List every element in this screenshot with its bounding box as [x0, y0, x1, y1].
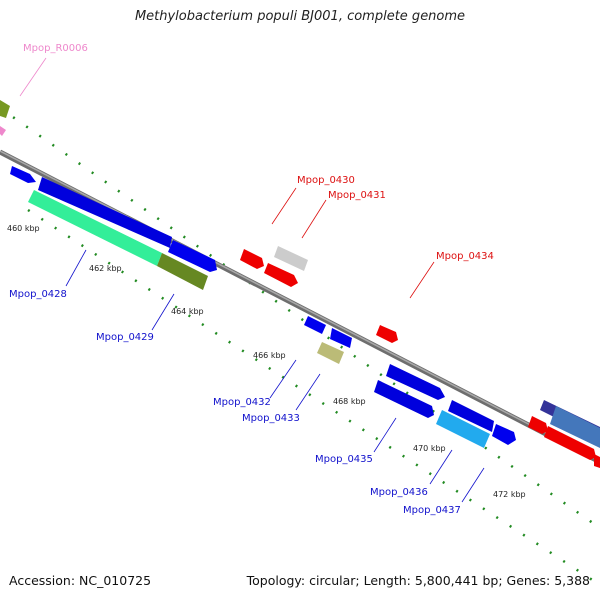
label-leaders — [19, 57, 485, 503]
gene-left-feature[interactable] — [0, 100, 10, 118]
feature-genes — [0, 100, 600, 448]
rna-R0006[interactable] — [0, 126, 6, 136]
gene-label-0431[interactable]: Mpop_0431 — [328, 190, 386, 201]
gene-0430[interactable] — [240, 249, 264, 269]
gene-0427[interactable] — [10, 166, 36, 183]
gene-0438[interactable] — [528, 416, 548, 434]
gene-label-0437[interactable]: Mpop_0437 — [403, 505, 461, 516]
map-title: Methylobacterium populi BJ001, complete … — [134, 9, 466, 24]
kbp-label-470: 470 kbp — [413, 444, 446, 453]
gene-0439[interactable] — [544, 426, 596, 460]
leader-0432 — [269, 359, 297, 399]
leader-0430 — [271, 187, 297, 225]
gene-0437b[interactable] — [492, 424, 516, 445]
gene-label-0429[interactable]: Mpop_0429 — [96, 332, 154, 343]
gene-label-0434[interactable]: Mpop_0434 — [436, 251, 494, 262]
gene-label-0436[interactable]: Mpop_0436 — [370, 487, 428, 498]
gene-0441-feature[interactable] — [550, 406, 600, 448]
gene-0435b[interactable] — [374, 380, 434, 418]
genome-backbone — [0, 149, 600, 465]
inner-tick-ring — [27, 208, 600, 587]
gene-label-0428[interactable]: Mpop_0428 — [9, 289, 67, 300]
kbp-labels: 460 kbp 462 kbp 464 kbp 466 kbp 468 kbp … — [7, 224, 526, 499]
kbp-label-472: 472 kbp — [493, 490, 526, 499]
gene-label-0433[interactable]: Mpop_0433 — [242, 413, 300, 424]
leader-0428 — [65, 249, 87, 287]
gene-0428-feature[interactable] — [28, 190, 162, 266]
kbp-label-466: 466 kbp — [253, 351, 286, 360]
gene-0439b[interactable] — [594, 454, 600, 468]
gene-0436-feature[interactable] — [436, 410, 490, 448]
gene-0431b[interactable] — [264, 263, 298, 287]
reverse-strand-genes — [10, 166, 600, 445]
outer-tick-ring — [0, 106, 600, 530]
gene-labels: Mpop_R0006 Mpop_0428 Mpop_0429 Mpop_0430… — [9, 43, 494, 516]
gene-0429-feature[interactable] — [157, 253, 208, 290]
gene-label-R0006[interactable]: Mpop_R0006 — [23, 43, 88, 54]
leader-0434 — [409, 261, 435, 299]
genome-backbone-highlight — [0, 150, 600, 462]
gene-0432a[interactable] — [304, 316, 326, 334]
leader-0431 — [301, 199, 327, 239]
gene-0437a[interactable] — [448, 400, 494, 432]
kbp-label-462: 462 kbp — [89, 264, 122, 273]
gene-0428[interactable] — [38, 177, 172, 248]
gene-0435a[interactable] — [386, 364, 445, 400]
leader-0436 — [429, 449, 453, 485]
gene-label-0432[interactable]: Mpop_0432 — [213, 397, 271, 408]
kbp-label-468: 468 kbp — [333, 397, 366, 406]
gene-0431[interactable] — [274, 246, 308, 271]
gene-label-0435[interactable]: Mpop_0435 — [315, 454, 373, 465]
gene-0433-feature[interactable] — [317, 342, 344, 364]
leader-0433 — [295, 373, 321, 411]
forward-strand-genes — [240, 246, 600, 468]
kbp-label-460: 460 kbp — [7, 224, 40, 233]
leader-0437 — [461, 467, 485, 503]
gene-0432b[interactable] — [330, 328, 352, 348]
kbp-label-464: 464 kbp — [171, 307, 204, 316]
leader-R0006 — [19, 57, 47, 97]
leader-0435 — [373, 417, 397, 453]
accession-text: Accession: NC_010725 — [9, 573, 152, 588]
topology-text: Topology: circular; Length: 5,800,441 bp… — [246, 573, 590, 588]
gene-label-0430[interactable]: Mpop_0430 — [297, 175, 355, 186]
gene-0428b[interactable] — [168, 240, 217, 272]
gene-0434[interactable] — [376, 325, 398, 343]
leader-0429 — [151, 293, 175, 331]
